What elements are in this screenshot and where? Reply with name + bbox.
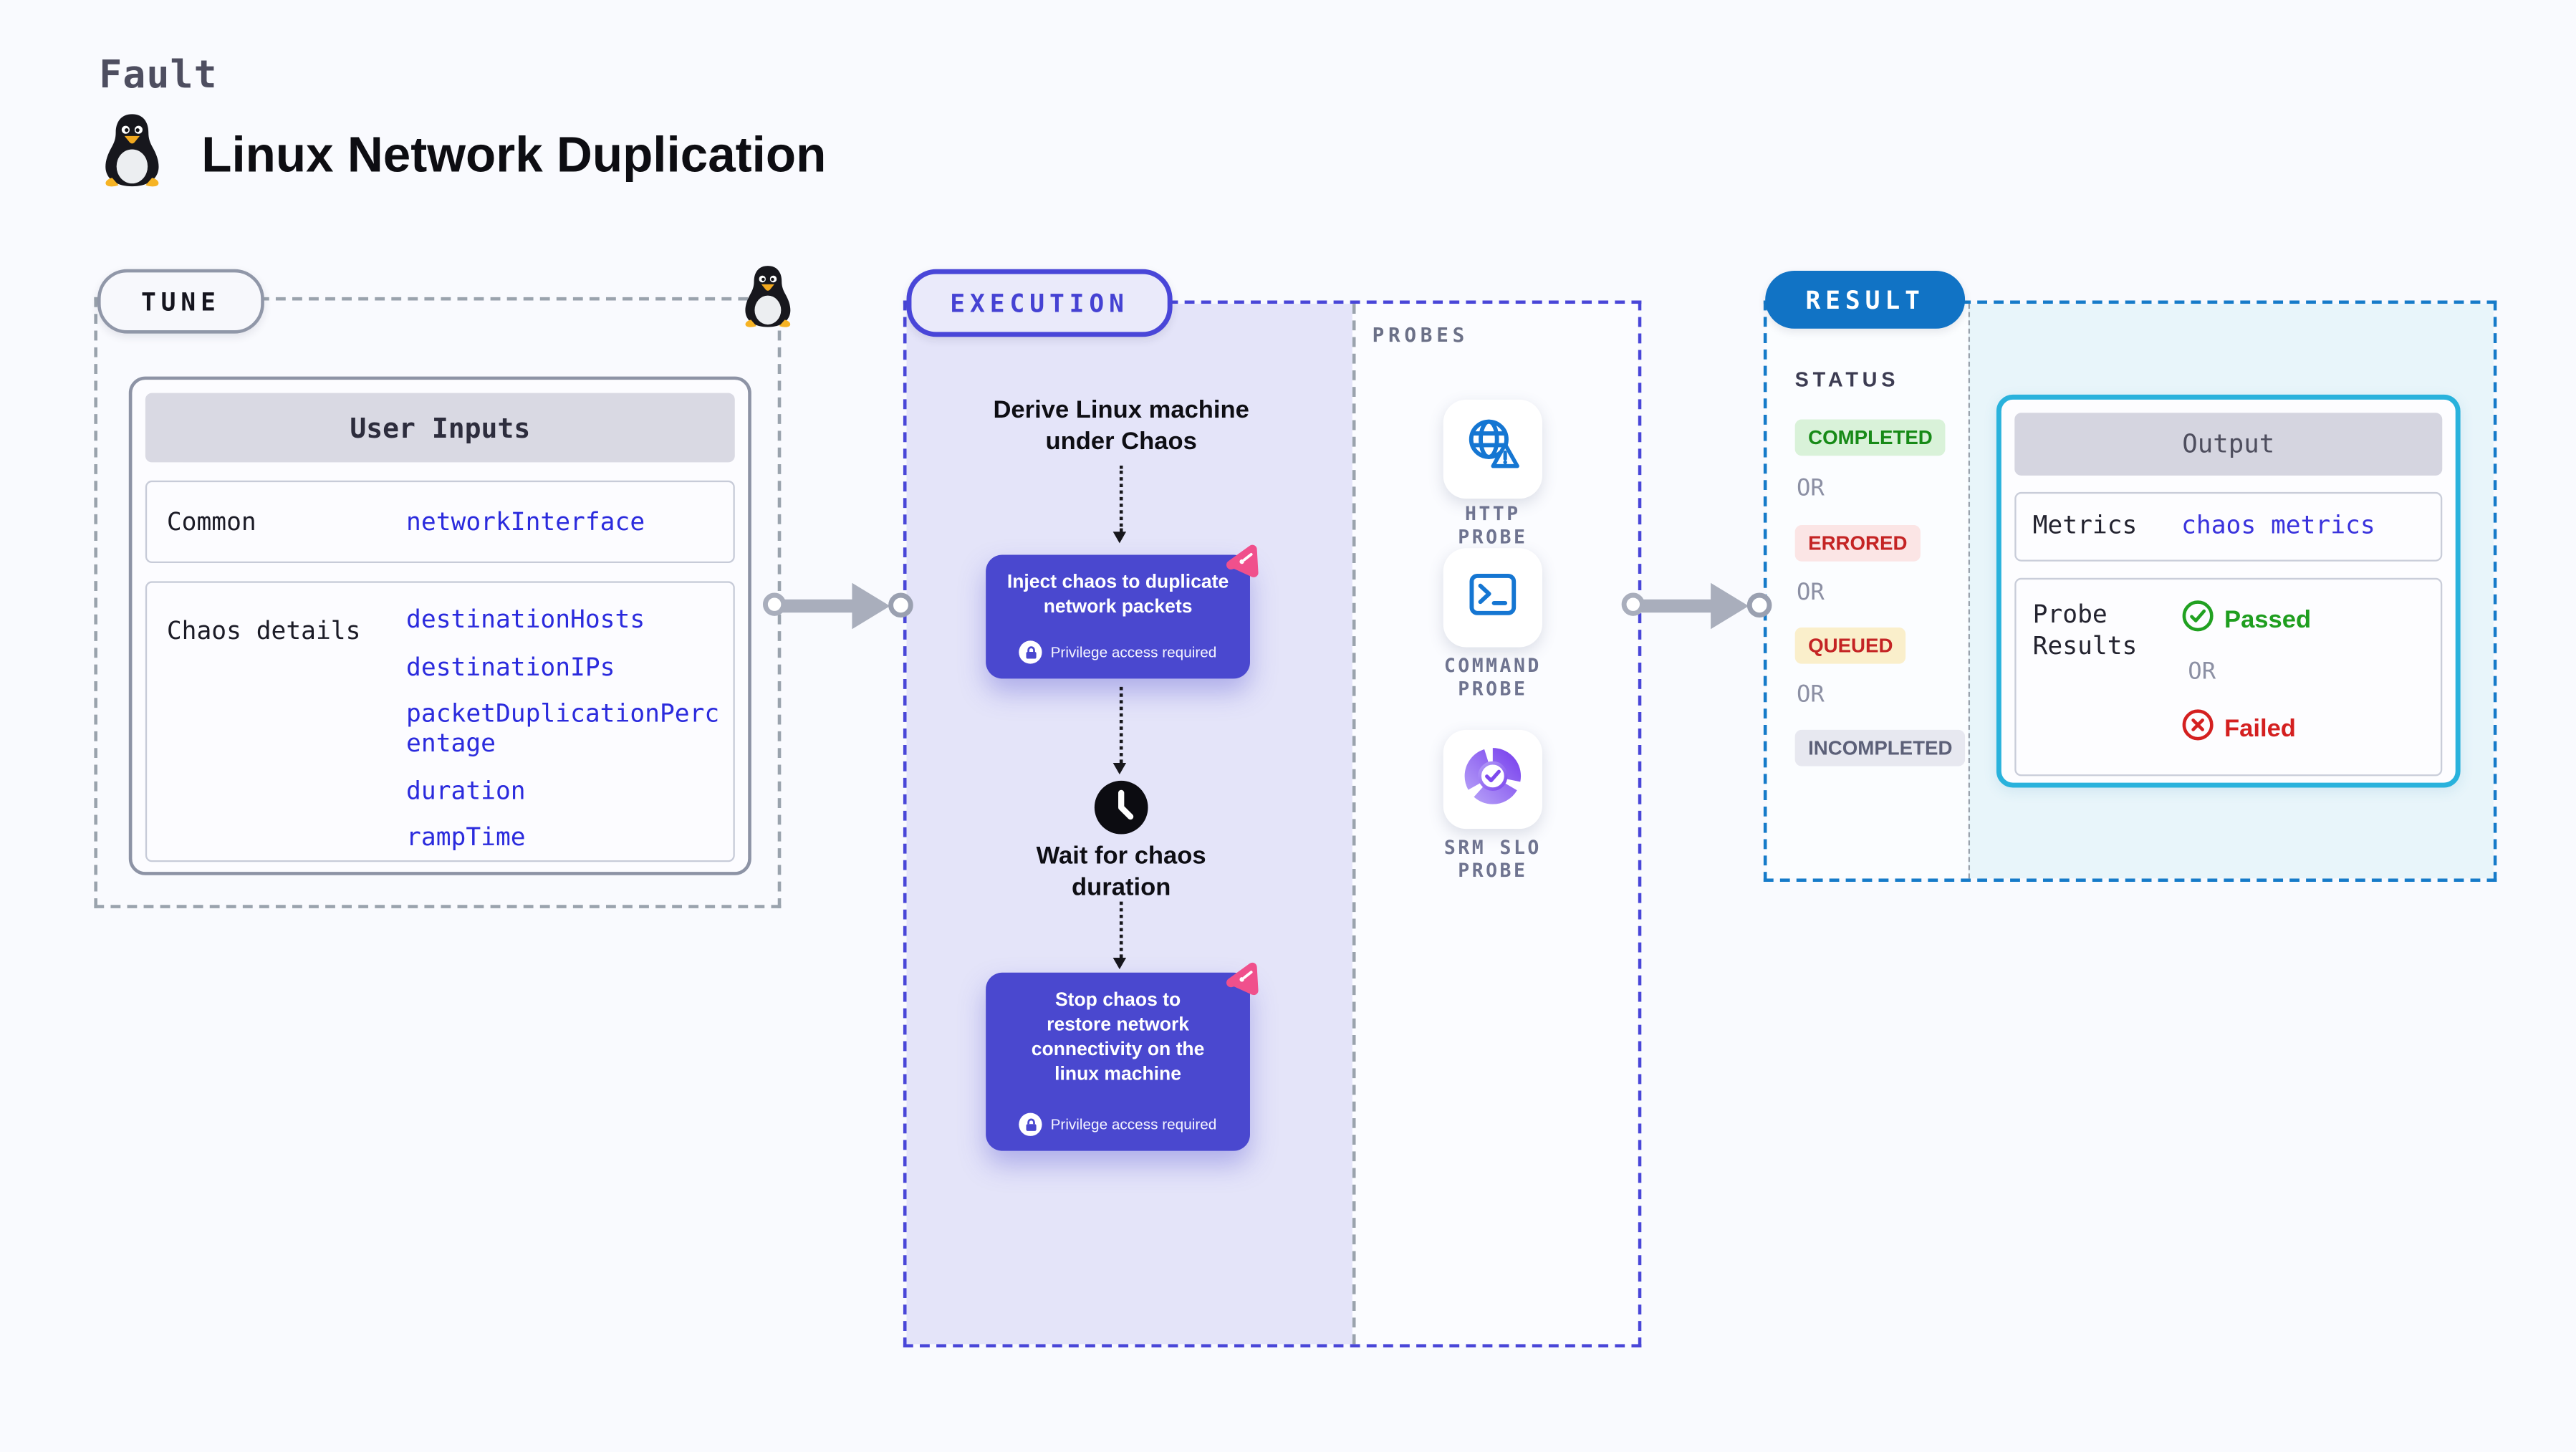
failed-result: Failed	[2181, 708, 2296, 748]
status-heading: STATUS	[1794, 368, 1900, 392]
step-derive-label: Derive Linux machine under Chaos	[993, 396, 1249, 456]
http-probe-card	[1443, 399, 1542, 499]
probes-section-label: PROBES	[1372, 323, 1469, 347]
command-probe-card	[1443, 548, 1542, 648]
lock-icon	[1019, 640, 1043, 664]
step-wait-label: Wait for chaos duration	[1036, 842, 1206, 902]
arrow-head	[1711, 582, 1749, 629]
status-badge-errored: ERRORED	[1794, 525, 1921, 562]
or-label: OR	[1796, 475, 1825, 502]
arrow-start-dot	[1621, 592, 1645, 616]
probe-label: COMMAND PROBE	[1443, 653, 1542, 701]
tune-badge: TUNE	[97, 269, 264, 334]
flow-connector	[1113, 901, 1127, 970]
table-row: Metrics chaos metrics	[2014, 491, 2443, 562]
step-title: Stop chaos to restore network connectivi…	[1031, 991, 1205, 1085]
table-row: Common networkInterface	[145, 480, 735, 564]
result-panel: STATUS COMPLETED OR ERRORED OR QUEUED OR…	[1763, 300, 2497, 882]
page-title: Linux Network Duplication	[201, 128, 827, 183]
result-badge: RESULT	[1765, 271, 1966, 329]
clock-icon	[1093, 779, 1149, 844]
step-inject-box: Inject chaos to duplicate network packet…	[986, 544, 1259, 679]
or-label: OR	[1796, 580, 1825, 606]
chaos-scenario-icon	[1221, 537, 1267, 590]
x-circle-icon	[2181, 708, 2214, 748]
failed-label: Failed	[2224, 713, 2296, 743]
row-values: destinationHosts destinationIPs packetDu…	[406, 605, 724, 870]
row-values: networkInterface	[406, 507, 724, 554]
tux-penguin-icon	[740, 264, 796, 337]
status-column: STATUS COMPLETED OR ERRORED OR QUEUED OR…	[1767, 304, 1969, 879]
status-badge-incompleted: INCOMPLETED	[1794, 729, 1966, 766]
input-value: duration	[406, 775, 526, 805]
privilege-note-text: Privilege access required	[1050, 1116, 1217, 1133]
arrow-end-dot	[888, 592, 913, 617]
privilege-note: Privilege access required	[986, 1112, 1250, 1136]
probe-label: HTTP PROBE	[1458, 501, 1528, 549]
srm-slo-probe-card	[1443, 729, 1542, 830]
step-stop-box: Stop chaos to restore network connectivi…	[986, 962, 1259, 1151]
step-title: Inject chaos to duplicate network packet…	[1006, 572, 1229, 618]
passed-result: Passed	[2181, 600, 2311, 639]
row-label: Chaos details	[166, 615, 361, 646]
table-row: Probe Results Passed OR	[2014, 577, 2443, 777]
arrow-head	[852, 582, 890, 629]
lock-icon	[1019, 1112, 1043, 1136]
status-badge-queued: QUEUED	[1794, 627, 1906, 664]
arrow-head	[1113, 762, 1127, 775]
arrow-bar	[1635, 598, 1718, 612]
flow-arrow	[1621, 581, 1774, 629]
input-value: rampTime	[406, 822, 526, 852]
row-label: Common	[166, 506, 256, 537]
row-label: Probe Results	[2032, 599, 2138, 661]
row-label: Metrics	[2032, 510, 2138, 540]
check-circle-icon	[2181, 600, 2214, 639]
globe-alert-icon	[1461, 413, 1524, 484]
chaos-scenario-icon	[1221, 955, 1267, 1008]
output-card: Output Metrics chaos metrics Probe Resul…	[1996, 394, 2461, 788]
execution-panel: Derive Linux machine under Chaos Inject …	[903, 300, 1642, 1347]
output-header: Output	[2014, 413, 2443, 476]
table-row: Chaos details destinationHosts destinati…	[145, 581, 735, 862]
input-value: networkInterface	[406, 506, 645, 537]
input-value: destinationIPs	[406, 651, 615, 681]
arrow-start-dot	[762, 592, 787, 616]
status-badge-completed: COMPLETED	[1794, 419, 1946, 456]
arrow-head	[1113, 957, 1127, 970]
flow-connector	[1113, 686, 1127, 775]
privilege-note: Privilege access required	[986, 640, 1250, 664]
flow-connector	[1113, 466, 1127, 544]
user-inputs-header: User Inputs	[145, 393, 735, 463]
arrow-head	[1113, 532, 1127, 544]
execution-flow-area: Derive Linux machine under Chaos Inject …	[906, 304, 1352, 1345]
probe-label: SRM SLO PROBE	[1443, 835, 1542, 882]
or-label: OR	[2188, 658, 2216, 686]
execution-badge: EXECUTION	[906, 269, 1173, 337]
tux-penguin-icon	[99, 112, 165, 197]
probes-panel: PROBES HTTP PROBE	[1352, 304, 1638, 1345]
input-value: packetDuplicationPercentage	[406, 698, 720, 759]
fault-category-label: Fault	[99, 54, 218, 98]
arrow-end-dot	[1746, 592, 1772, 617]
slo-donut-check-icon	[1461, 744, 1524, 814]
or-label: OR	[1796, 682, 1825, 708]
terminal-icon	[1463, 564, 1522, 632]
arrow-bar	[776, 598, 859, 612]
passed-label: Passed	[2224, 605, 2312, 634]
privilege-note-text: Privilege access required	[1050, 644, 1217, 661]
flow-arrow	[762, 581, 915, 629]
user-inputs-card: User Inputs Common networkInterface Chao…	[128, 376, 751, 875]
input-value: destinationHosts	[406, 604, 645, 635]
metrics-value: chaos metrics	[2181, 510, 2375, 540]
